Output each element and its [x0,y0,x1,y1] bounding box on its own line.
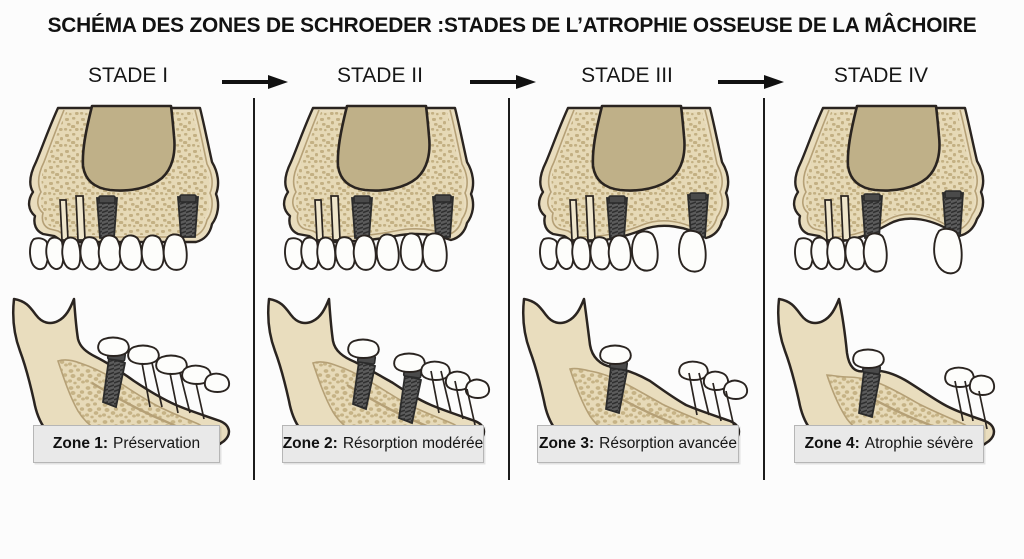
stage-panel-3: Zone 3: Résorption avancée [510,100,762,480]
stage-panel-1: Zone 1: Préservation [0,100,252,480]
maxilla-stage-2-diagram [255,100,507,285]
implant-icon [942,190,964,237]
implant-icon [96,195,118,239]
arrow-head [764,75,784,89]
stage-panel-2: Zone 2: Résorption modérée [255,100,507,480]
legend-zone-1-label: Zone 1: [52,435,109,452]
implant-icon [687,192,709,238]
implant-icon [177,194,199,238]
arrow-stage1-to-stage2-icon [222,75,288,89]
stage-label-4: STADE IV [833,64,929,87]
arrow-stage2-to-stage3-icon [470,75,536,89]
legend-zone-3-desc: Résorption avancée [599,435,737,452]
maxilla-stage-3-diagram [510,100,762,285]
legend-zone-2: Zone 2: Résorption modérée [282,425,484,463]
arrow-shaft [718,80,768,84]
legend-zone-4: Zone 4: Atrophie sévère [794,425,984,463]
mandible-stage-1-diagram [0,283,252,480]
legend-zone-3: Zone 3: Résorption avancée [537,425,739,463]
arrow-shaft [222,80,272,84]
stage-header-row: STADE I STADE II STADE III STADE IV [0,64,1024,96]
legend-zone-4-label: Zone 4: [804,435,860,452]
legend-zone-3-label: Zone 3: [539,435,595,452]
stage-label-1: STADE I [87,64,169,87]
implant-icon [351,195,373,239]
mandible-stage-2-diagram [255,283,507,480]
maxilla-stage-4-diagram [765,100,1017,285]
maxilla-stage-1-diagram [0,100,252,285]
legend-zone-2-desc: Résorption modérée [342,435,484,452]
arrow-shaft [470,80,520,84]
legend-zone-2-label: Zone 2: [282,435,338,452]
panel-divider-2 [508,98,510,480]
implant-icon [861,193,883,239]
legend-zone-1: Zone 1: Préservation [33,425,220,463]
implant-icon [606,195,628,239]
stage-label-2: STADE II [337,64,423,87]
legend-zone-1-desc: Préservation [113,435,201,452]
stage-panel-4: Zone 4: Atrophie sévère [765,100,1017,480]
panel-divider-3 [763,98,765,480]
legend-zone-4-desc: Atrophie sévère [864,435,974,452]
arrow-head [268,75,288,89]
arrow-head [516,75,536,89]
panel-divider-1 [253,98,255,480]
page-title: SCHÉMA DES ZONES DE SCHROEDER :STADES DE… [47,13,977,37]
stage-label-3: STADE III [581,64,673,87]
arrow-stage3-to-stage4-icon [718,75,784,89]
implant-icon [432,194,454,238]
